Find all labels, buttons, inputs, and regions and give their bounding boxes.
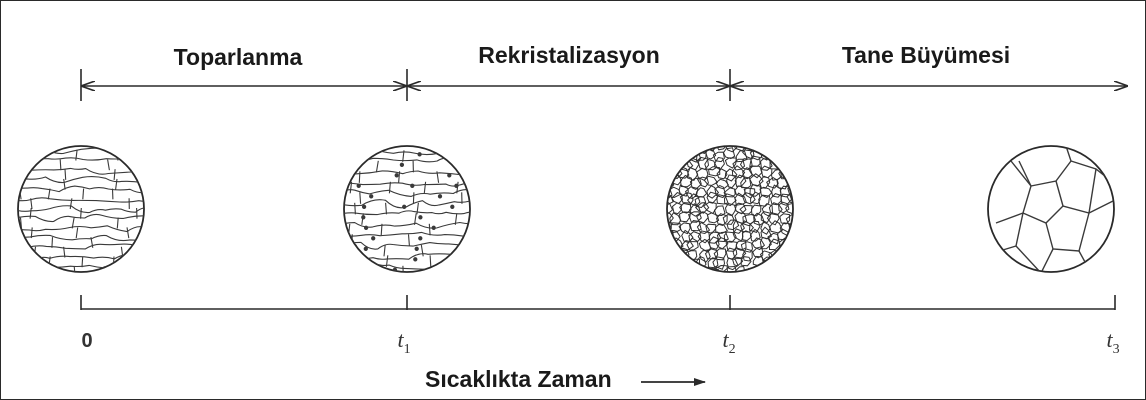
tick-label-t1: t1 (397, 327, 410, 357)
tick-label-t3: t3 (1106, 327, 1119, 357)
tick-label-t2: t2 (722, 327, 735, 357)
tick-label-t1-base: t (397, 327, 404, 352)
tick-label-t2-sub: 2 (729, 342, 736, 357)
stage-label-recrystallization: Rekristalizasyon (478, 42, 660, 68)
stage-label-grain-growth: Tane Büyümesi (842, 42, 1010, 68)
tick-label-0: 0 (81, 330, 92, 352)
microstructure-recrystallized (666, 145, 794, 273)
microstructure-recovered (343, 145, 471, 273)
tick-label-t3-sub: 3 (1113, 342, 1120, 357)
tick-label-t2-base: t (722, 327, 729, 352)
stage-label-recovery: Toparlanma (174, 44, 303, 70)
microstructure-grain-growth (987, 145, 1115, 273)
tick-label-t3-base: t (1106, 327, 1113, 352)
tick-label-t1-sub: 1 (404, 342, 411, 357)
time-axis-title: Sıcaklıkta Zaman (425, 366, 612, 392)
microstructure-deformed (17, 145, 145, 273)
stage-boundary-ticks (80, 69, 731, 101)
